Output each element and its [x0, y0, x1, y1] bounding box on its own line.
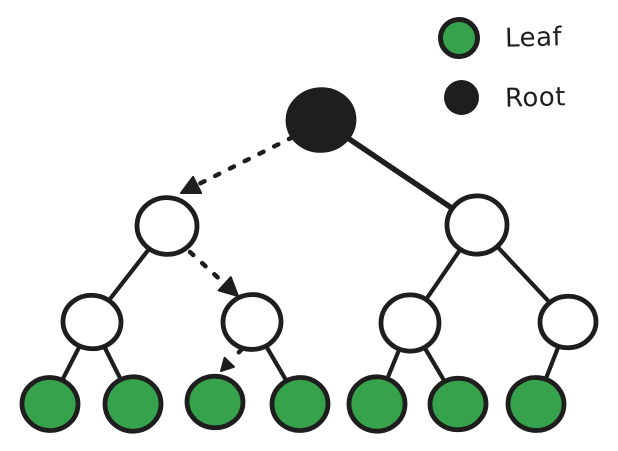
- tree-node-leaf-1-leaf: [19, 375, 81, 433]
- root-node-swatch-icon: [444, 80, 479, 115]
- legend-item-root: Root: [438, 80, 566, 115]
- tree-node-leaf-6-leaf: [427, 375, 489, 433]
- tree-node-leaf-3-leaf: [184, 373, 246, 431]
- traversal-dotted-line-left-right-to-leaf-3: [228, 346, 245, 364]
- legend-label-leaf: Leaf: [504, 22, 563, 54]
- traversal-arrowhead-left-to-left-right: [217, 276, 239, 297]
- traversal-arrowhead-left-right-to-leaf-3: [220, 356, 235, 372]
- tree-node-left-left-internal: [60, 292, 124, 352]
- tree-node-right-right-internal: [537, 293, 599, 351]
- tree-node-right-left-internal: [378, 292, 442, 354]
- tree-node-leaf-5-leaf: [346, 374, 408, 434]
- legend-label-root: Root: [504, 81, 567, 114]
- tree-node-left-right-internal: [220, 292, 284, 352]
- tree-node-leaf-2-leaf: [102, 374, 164, 434]
- traversal-dotted-line-root-to-left: [196, 134, 296, 187]
- tree-node-left-internal: [134, 195, 200, 257]
- tree-node-leaf-7-leaf: [505, 375, 567, 433]
- tree-node-leaf-4-leaf: [269, 375, 331, 433]
- traversal-arrowhead-root-to-left: [180, 175, 203, 194]
- traversal-dotted-line-left-to-left-right: [187, 249, 226, 285]
- leaf-node-swatch-icon: [435, 14, 483, 62]
- tree-node-root: [285, 87, 357, 153]
- legend: Leaf Root: [435, 14, 566, 115]
- legend-item-leaf: Leaf: [435, 14, 566, 62]
- tree-node-right-internal: [444, 193, 510, 257]
